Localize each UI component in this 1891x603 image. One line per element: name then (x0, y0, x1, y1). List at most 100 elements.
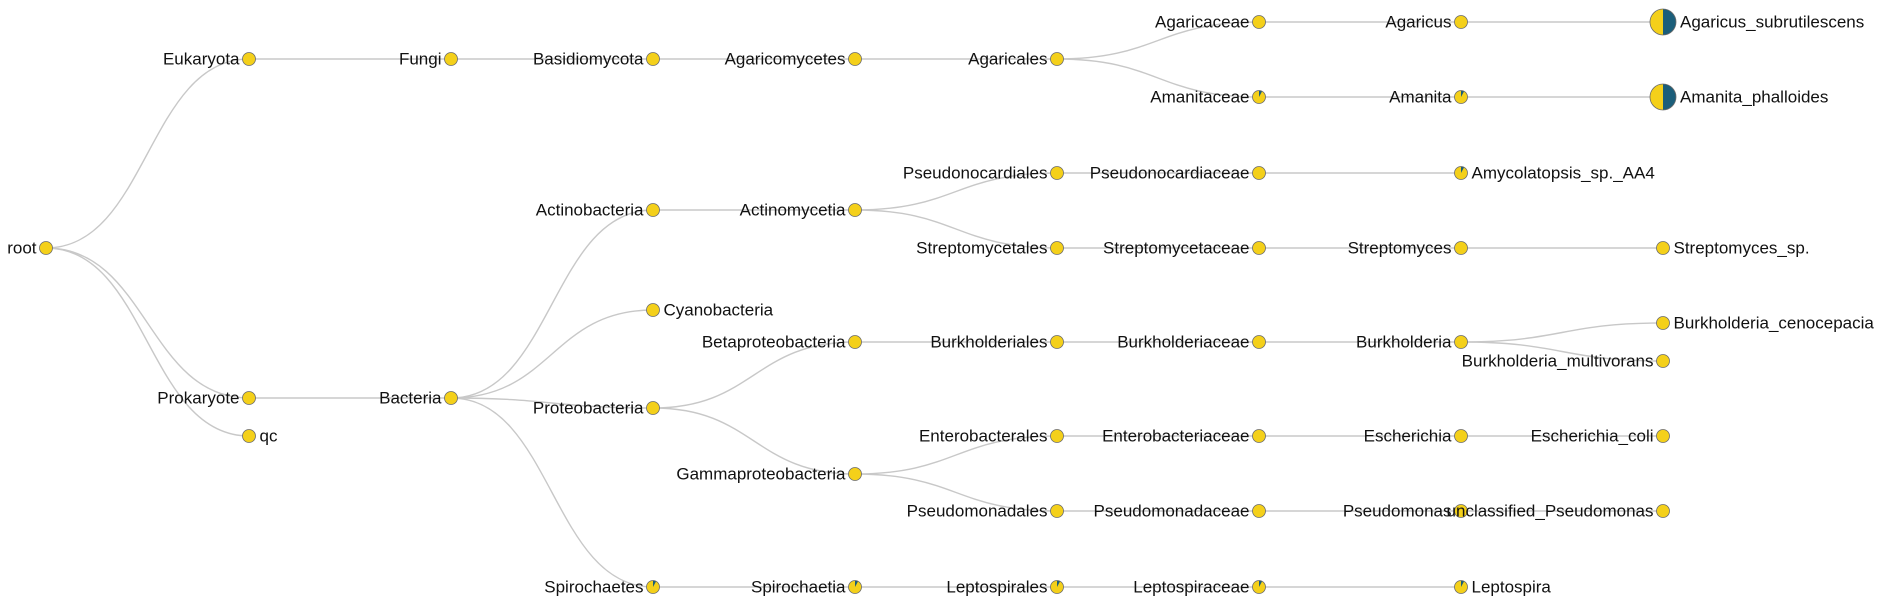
node-marker[interactable] (1252, 504, 1266, 518)
node-outline (1454, 166, 1468, 180)
tree-node[interactable]: Basidiomycota (533, 49, 660, 68)
node-marker[interactable] (242, 429, 256, 443)
node-marker[interactable] (848, 52, 862, 66)
tree-link (1056, 58, 1260, 98)
tree-node[interactable]: Escherichia (1364, 426, 1468, 445)
node-label: Pseudomonadales (907, 501, 1048, 520)
tree-node[interactable]: Amanitaceae (1150, 87, 1266, 106)
tree-node[interactable]: Enterobacterales (919, 426, 1064, 445)
node-marker[interactable] (39, 241, 53, 255)
tree-node[interactable]: Streptomyces (1348, 238, 1468, 257)
tree-node[interactable]: Streptomycetales (916, 238, 1064, 257)
tree-node[interactable]: Streptomycetaceae (1103, 238, 1266, 257)
node-marker[interactable] (1050, 166, 1064, 180)
tree-node[interactable]: Pseudomonadales (907, 501, 1064, 520)
tree-node[interactable]: Streptomyces_sp. (1656, 238, 1810, 257)
node-marker[interactable] (1252, 15, 1266, 29)
tree-node[interactable]: Spirochaetes (544, 577, 660, 596)
tree-node[interactable]: Cyanobacteria (646, 300, 774, 319)
tree-node[interactable]: Actinobacteria (536, 200, 660, 219)
node-marker[interactable] (1454, 241, 1468, 255)
node-marker[interactable] (1252, 241, 1266, 255)
node-marker[interactable] (1656, 316, 1670, 330)
node-marker[interactable] (646, 401, 660, 415)
tree-node[interactable]: Leptospirales (946, 577, 1064, 596)
node-marker[interactable] (1454, 504, 1468, 518)
node-marker[interactable] (1454, 15, 1468, 29)
node-marker[interactable] (1252, 166, 1266, 180)
node-marker[interactable] (1454, 335, 1468, 349)
node-marker[interactable] (646, 52, 660, 66)
node-marker[interactable] (646, 303, 660, 317)
tree-node[interactable]: Amycolatopsis_sp._AA4 (1454, 163, 1655, 182)
tree-node[interactable]: Burkholderia_cenocepacia (1656, 313, 1875, 332)
tree-node[interactable]: Escherichia_coli (1531, 426, 1670, 445)
node-marker[interactable] (1252, 335, 1266, 349)
tree-node[interactable]: Gammaproteobacteria (676, 464, 862, 483)
tree-node[interactable]: Proteobacteria (533, 398, 660, 417)
tree-node[interactable]: Actinomycetia (740, 200, 862, 219)
tree-node[interactable]: root (7, 238, 53, 257)
tree-node[interactable]: Amanita_phalloides (1649, 83, 1828, 111)
node-marker[interactable] (1656, 429, 1670, 443)
node-outline (848, 52, 862, 66)
tree-node[interactable]: Burkholderiales (930, 332, 1064, 351)
node-pie-slice (855, 580, 859, 587)
tree-node[interactable]: Prokaryote (157, 388, 256, 407)
node-outline (1050, 52, 1064, 66)
tree-node[interactable]: Amanita (1389, 87, 1468, 106)
tree-link (652, 341, 856, 409)
tree-node[interactable]: Pseudomonas (1343, 501, 1468, 520)
node-outline (1649, 83, 1677, 111)
node-marker[interactable] (1050, 52, 1064, 66)
node-marker[interactable] (646, 203, 660, 217)
tree-node[interactable]: Spirochaetia (751, 577, 862, 596)
tree-link (854, 172, 1058, 211)
node-marker[interactable] (1050, 429, 1064, 443)
node-marker[interactable] (444, 52, 458, 66)
tree-node[interactable]: Leptospiraceae (1133, 577, 1266, 596)
tree-node[interactable]: Leptospira (1454, 577, 1552, 596)
node-marker[interactable] (1656, 354, 1670, 368)
node-marker[interactable] (242, 52, 256, 66)
node-marker[interactable] (1050, 335, 1064, 349)
tree-node[interactable]: Burkholderiaceae (1117, 332, 1266, 351)
tree-node[interactable]: Bacteria (379, 388, 458, 407)
tree-node[interactable]: Burkholderia_multivorans (1462, 351, 1670, 370)
node-marker[interactable] (1252, 429, 1266, 443)
node-marker[interactable] (1454, 429, 1468, 443)
node-label: Agaricus_subrutilescens (1680, 12, 1864, 31)
node-marker[interactable] (1656, 241, 1670, 255)
tree-node[interactable]: Pseudomonadaceae (1094, 501, 1266, 520)
node-outline (848, 335, 862, 349)
tree-link (450, 397, 654, 409)
node-label: Leptospirales (946, 577, 1047, 596)
node-marker[interactable] (444, 391, 458, 405)
tree-node[interactable]: Burkholderia (1356, 332, 1468, 351)
tree-node[interactable]: Enterobacteriaceae (1102, 426, 1266, 445)
tree-node[interactable]: Eukaryota (163, 49, 256, 68)
node-marker[interactable] (848, 335, 862, 349)
node-outline (1252, 241, 1266, 255)
tree-node[interactable]: Betaproteobacteria (702, 332, 862, 351)
node-marker[interactable] (1050, 504, 1064, 518)
tree-node[interactable]: Pseudonocardiales (903, 163, 1064, 182)
tree-node[interactable]: Agaricus_subrutilescens (1649, 8, 1864, 36)
tree-node[interactable]: Fungi (399, 49, 458, 68)
tree-node[interactable]: unclassified_Pseudomonas (1447, 501, 1670, 520)
node-marker[interactable] (242, 391, 256, 405)
tree-link (450, 309, 654, 399)
tree-node[interactable]: Agaricaceae (1155, 12, 1266, 31)
tree-node[interactable]: qc (242, 426, 278, 445)
tree-node[interactable]: Agaricomycetes (725, 49, 862, 68)
node-marker[interactable] (1050, 241, 1064, 255)
node-marker[interactable] (848, 203, 862, 217)
tree-node[interactable]: Agaricus (1385, 12, 1468, 31)
node-marker[interactable] (1656, 504, 1670, 518)
node-marker[interactable] (848, 467, 862, 481)
node-pie-slice (1259, 580, 1263, 587)
tree-node[interactable]: Agaricales (968, 49, 1064, 68)
tree-node[interactable]: Pseudonocardiaceae (1090, 163, 1266, 182)
